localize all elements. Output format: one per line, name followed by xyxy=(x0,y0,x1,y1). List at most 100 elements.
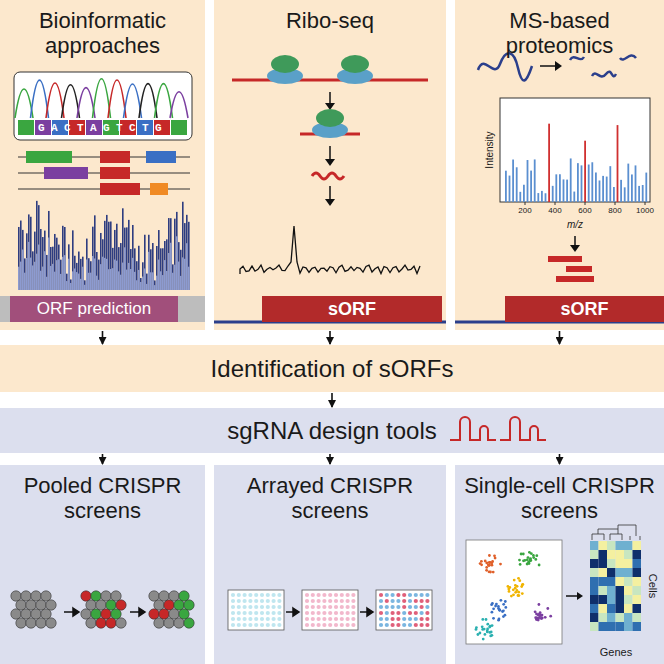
hist-bar xyxy=(78,274,80,290)
well-plates xyxy=(228,590,432,630)
hist-bar xyxy=(74,269,76,290)
heat-cell xyxy=(616,541,625,550)
well xyxy=(254,617,258,621)
hist-bar xyxy=(70,279,72,290)
hist-bar xyxy=(104,221,106,290)
heat-cell xyxy=(590,604,599,613)
heat-cell xyxy=(624,586,633,595)
well xyxy=(379,617,383,621)
heat-cell xyxy=(624,559,633,568)
cell xyxy=(101,591,111,601)
well xyxy=(266,599,270,603)
cell xyxy=(179,609,189,619)
hist-bar xyxy=(18,267,20,290)
trace-peak xyxy=(139,84,157,118)
well xyxy=(340,617,344,621)
cell xyxy=(96,600,106,610)
pooled-arrows xyxy=(64,608,145,616)
well xyxy=(340,611,344,615)
proteins xyxy=(540,65,556,67)
umap-point xyxy=(488,564,491,567)
ribosomes xyxy=(325,103,335,110)
hist-bar xyxy=(56,260,58,290)
hist-bar xyxy=(140,278,142,290)
sgrna-hairpins xyxy=(450,417,546,440)
panel-grounds xyxy=(455,465,664,664)
heat-cell xyxy=(616,577,625,586)
hist-bar xyxy=(92,227,94,290)
hist-bar xyxy=(88,273,90,290)
hist-bar xyxy=(62,257,64,290)
spectrum-peak xyxy=(645,173,647,202)
hist-bar xyxy=(102,239,104,290)
umap-point xyxy=(490,631,493,634)
well xyxy=(379,593,383,597)
hist-bar xyxy=(68,259,70,290)
spectrum-peak xyxy=(559,174,561,202)
spectrum-peak xyxy=(620,180,622,202)
hist-bar xyxy=(18,227,20,290)
well xyxy=(346,623,350,627)
hist-bar xyxy=(124,247,126,290)
spectrum-peak xyxy=(552,186,554,202)
hist-bar xyxy=(96,252,98,290)
spectrum-peak xyxy=(602,176,604,202)
heat-cell xyxy=(607,541,616,550)
well xyxy=(254,593,258,597)
hist-bar xyxy=(76,272,78,290)
umap-point xyxy=(535,554,538,557)
well xyxy=(391,593,395,597)
proteins xyxy=(592,72,616,77)
cell xyxy=(36,600,46,610)
heat-cell xyxy=(624,604,633,613)
hist-bar xyxy=(126,227,128,290)
hist-bar xyxy=(90,261,92,290)
heat-cell xyxy=(599,577,608,586)
heat-cell xyxy=(624,595,633,604)
spectrum-peak xyxy=(624,187,626,202)
spectrum-peak xyxy=(631,174,633,202)
hist-bar xyxy=(148,235,150,290)
method-panel: Ribo-seqsORF xyxy=(214,0,446,330)
spectrum-peak xyxy=(548,124,550,202)
ribosomes xyxy=(325,159,335,166)
hist-bar xyxy=(160,271,162,290)
umap-point xyxy=(514,591,517,594)
well xyxy=(260,617,264,621)
panel-grounds xyxy=(214,0,446,330)
umap-point xyxy=(518,579,521,582)
umap-point xyxy=(517,594,520,597)
heat-cell xyxy=(599,550,608,559)
well xyxy=(311,599,315,603)
cell xyxy=(91,609,101,619)
hist-bar xyxy=(162,275,164,290)
well xyxy=(334,611,338,615)
cell xyxy=(149,591,159,601)
well xyxy=(272,599,276,603)
cell xyxy=(169,609,179,619)
well xyxy=(391,605,395,609)
screen-panel: Single-cell CRISPR screens xyxy=(455,465,664,664)
hist-bar xyxy=(58,259,60,290)
well xyxy=(425,599,429,603)
hist-bar xyxy=(110,269,112,290)
spectrum-peak xyxy=(530,171,532,202)
flow-arrow xyxy=(329,454,331,464)
well xyxy=(396,593,400,597)
heat-cell xyxy=(616,559,625,568)
heat-cell xyxy=(607,613,616,622)
heat-cell xyxy=(590,541,599,550)
well xyxy=(328,593,332,597)
umap-point xyxy=(519,563,522,566)
well xyxy=(385,623,389,627)
hist-bar xyxy=(126,270,128,290)
well xyxy=(340,605,344,609)
hist-bar xyxy=(52,264,54,290)
orf-tracks xyxy=(44,167,88,179)
hist-bar xyxy=(122,208,124,290)
heat-cell xyxy=(607,586,616,595)
hist-bar xyxy=(38,245,40,290)
